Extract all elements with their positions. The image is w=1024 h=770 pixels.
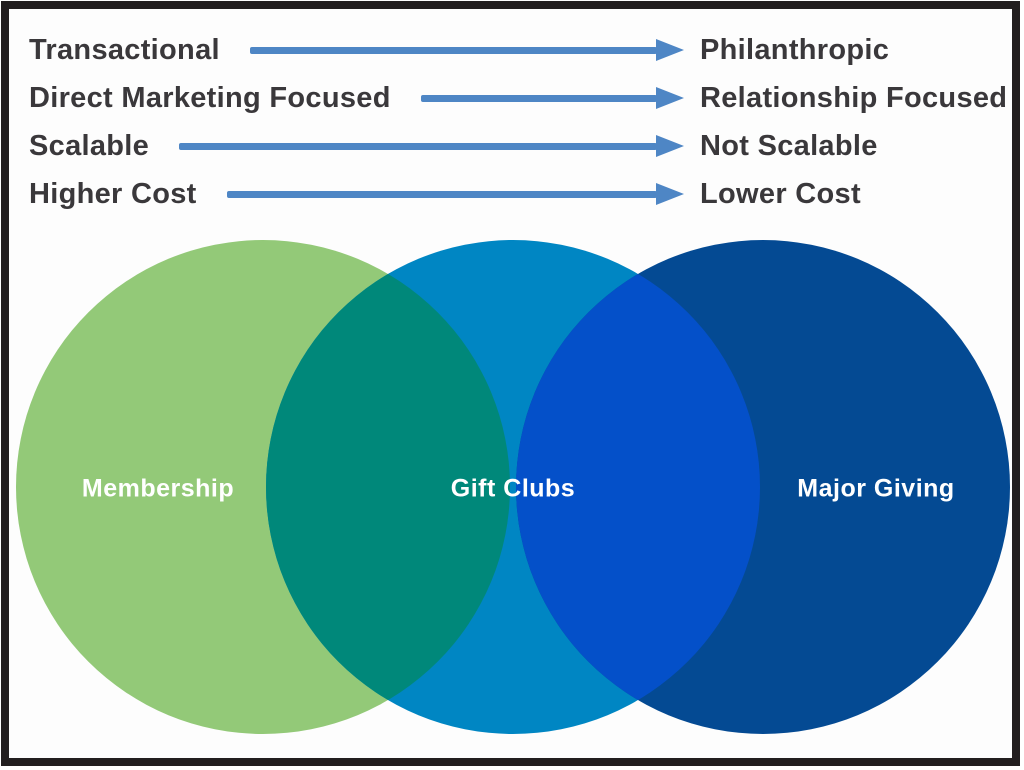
- spectrum-right-label: Lower Cost: [700, 177, 861, 210]
- right-arrow-icon: [420, 87, 684, 109]
- major-giving-label: Major Giving: [797, 474, 955, 503]
- spectrum-row-marketing: Direct Marketing Focused Relationship Fo…: [29, 74, 1012, 122]
- arrow-head: [656, 39, 684, 61]
- spectrum-section: Transactional Philanthropic Direct Marke…: [9, 9, 1012, 218]
- venn-svg: [16, 240, 1010, 734]
- spectrum-row-transactional: Transactional Philanthropic: [29, 26, 1012, 74]
- giftclubs-majorgiving-overlap: [516, 240, 760, 734]
- arrow-shaft: [179, 142, 657, 150]
- arrow-shaft: [420, 94, 657, 102]
- arrow-shaft: [249, 46, 657, 54]
- spectrum-right-label: Not Scalable: [700, 129, 878, 162]
- spectrum-row-cost: Higher Cost Lower Cost: [29, 170, 1012, 218]
- gift-clubs-label: Gift Clubs: [450, 474, 576, 503]
- arrow-head: [656, 87, 684, 109]
- membership-label: Membership: [81, 474, 235, 503]
- right-arrow-icon: [249, 39, 684, 61]
- spectrum-left-label: Scalable: [29, 129, 150, 162]
- spectrum-left-label: Transactional: [29, 33, 220, 66]
- spectrum-left-label: Direct Marketing Focused: [29, 81, 391, 114]
- arrow-shaft: [226, 190, 657, 198]
- spectrum-right-label: Philanthropic: [700, 33, 890, 66]
- arrow-head: [656, 183, 684, 205]
- right-arrow-icon: [179, 135, 684, 157]
- spectrum-right-label: Relationship Focused: [700, 81, 1008, 114]
- membership-giftclubs-overlap: [266, 240, 510, 734]
- venn-diagram: Membership Gift Clubs Major Giving: [9, 9, 1012, 758]
- right-arrow-icon: [226, 183, 684, 205]
- arrow-head: [656, 135, 684, 157]
- spectrum-row-scalable: Scalable Not Scalable: [29, 122, 1012, 170]
- spectrum-left-label: Higher Cost: [29, 177, 197, 210]
